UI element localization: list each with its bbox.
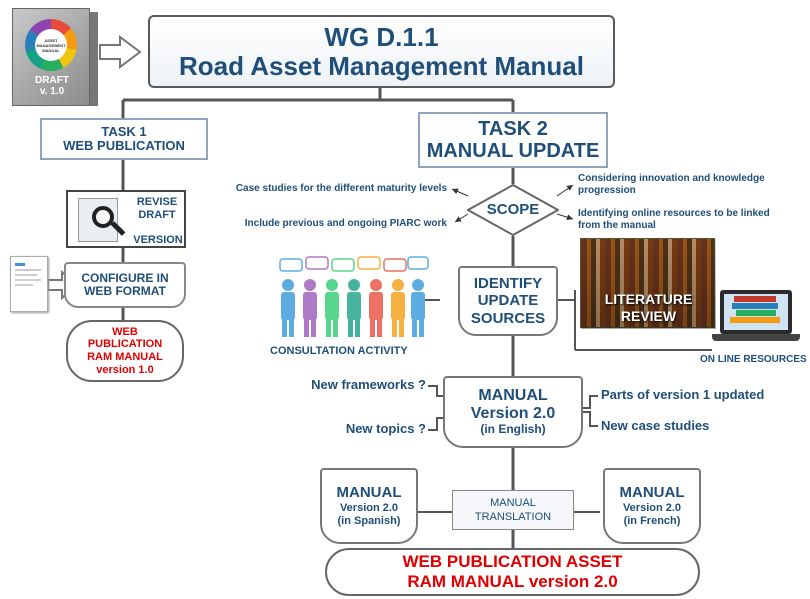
scope-left-top: Case studies for the different maturity … — [235, 183, 447, 194]
draft-book-icon: ASSET MANAGEMENT MANUAL DRAFT v. 1.0 — [12, 8, 100, 106]
title-line2: Road Asset Management Manual — [178, 50, 584, 81]
translation-line2: TRANSLATION — [474, 511, 552, 523]
french-line3: (in French) — [623, 515, 681, 527]
new-frameworks-note: New frameworks ? — [311, 377, 426, 392]
configure-web-box: CONFIGURE IN WEB FORMAT — [64, 262, 186, 308]
spanish-line2: Version 2.0 — [339, 501, 399, 514]
final-web-publication-box: WEB PUBLICATION ASSET RAM MANUAL version… — [325, 548, 700, 596]
draft-label: DRAFT — [35, 75, 69, 86]
online-resources-label: ON LINE RESOURCES — [700, 354, 807, 365]
book-cover-line2: MANAGEMENT — [36, 42, 66, 48]
configure-line2: WEB FORMAT — [84, 284, 166, 298]
revise-line2: DRAFT — [138, 209, 176, 222]
spanish-line3: (in Spanish) — [337, 515, 401, 527]
translation-box: MANUAL TRANSLATION — [452, 490, 574, 530]
laptop-books-icon — [712, 276, 802, 348]
magnifier-icon — [74, 196, 126, 244]
webpub-v1-line4: version 1.0 — [96, 363, 154, 376]
title-line1: WG D.1.1 — [324, 21, 439, 52]
manualv2-line2: Version 2.0 — [470, 405, 556, 423]
parts-updated-note: Parts of version 1 updated — [601, 387, 765, 402]
task2-box: TASK 2 MANUAL UPDATE — [418, 112, 608, 168]
task1-box: TASK 1 WEB PUBLICATION — [40, 118, 208, 160]
final-line1: WEB PUBLICATION ASSET — [402, 551, 623, 571]
literature-review-image: LITERATURE REVIEW — [580, 238, 716, 329]
task2-line2: MANUAL UPDATE — [426, 140, 600, 162]
web-publication-v1-box: WEB PUBLICATION RAM MANUAL version 1.0 — [66, 320, 184, 382]
manual-french-box: MANUAL Version 2.0 (in French) — [603, 468, 701, 544]
identify-line2: UPDATE — [477, 292, 539, 310]
consultation-label: CONSULTATION ACTIVITY — [270, 345, 408, 357]
consultation-people-illustration — [272, 255, 432, 343]
scope-right-bottom-2: from the manual — [578, 220, 656, 231]
scope-diamond: SCOPE — [467, 184, 559, 236]
task1-line2: WEB PUBLICATION — [63, 138, 185, 153]
scope-left-bottom: Include previous and ongoing PIARC work — [244, 218, 447, 229]
book-cover-line3: MANUAL — [42, 47, 60, 53]
manualv2-line1: MANUAL — [478, 386, 548, 404]
identify-sources-box: IDENTIFY UPDATE SOURCES — [458, 266, 558, 336]
scope-label: SCOPE — [486, 201, 540, 218]
manual-spanish-box: MANUAL Version 2.0 (in Spanish) — [320, 468, 418, 544]
book-cover-line1: ASSET — [44, 37, 58, 43]
task1-line1: TASK 1 — [101, 123, 147, 139]
new-case-studies-note: New case studies — [601, 418, 710, 433]
scope-right-top-1: Considering innovation and knowledge — [578, 173, 765, 184]
webpub-v1-line3: RAM MANUAL — [87, 351, 163, 363]
literature-line2: REVIEW — [620, 307, 677, 324]
web-document-icon — [10, 256, 48, 312]
title-box: WG D.1.1 Road Asset Management Manual — [148, 15, 615, 88]
webpub-v1-line2: PUBLICATION — [87, 338, 163, 351]
spanish-line1: MANUAL — [336, 483, 402, 501]
identify-line1: IDENTIFY — [473, 275, 543, 293]
french-line1: MANUAL — [619, 483, 685, 501]
revise-draft-box: REVISE DRAFT VERSION — [66, 190, 186, 248]
manualv2-line3: (in English) — [480, 422, 546, 437]
scope-right-bottom-1: Identifying online resources to be linke… — [578, 208, 770, 219]
task2-line1: TASK 2 — [478, 118, 548, 140]
manual-v2-english-box: MANUAL Version 2.0 (in English) — [443, 376, 583, 448]
french-line2: Version 2.0 — [622, 501, 682, 514]
translation-line1: MANUAL — [490, 496, 536, 509]
draft-version: v. 1.0 — [39, 86, 65, 97]
identify-line3: SOURCES — [470, 309, 546, 327]
webpub-v1-line1: WEB — [112, 325, 138, 338]
revise-line3: VERSION — [133, 234, 183, 246]
literature-line1: LITERATURE — [604, 291, 693, 307]
scope-right-top-2: progression — [578, 185, 636, 196]
final-line2: RAM MANUAL version 2.0 — [407, 572, 618, 591]
new-topics-note: New topics ? — [345, 421, 426, 436]
revise-line1: REVISE — [136, 196, 178, 208]
configure-line1: CONFIGURE IN — [81, 270, 169, 285]
